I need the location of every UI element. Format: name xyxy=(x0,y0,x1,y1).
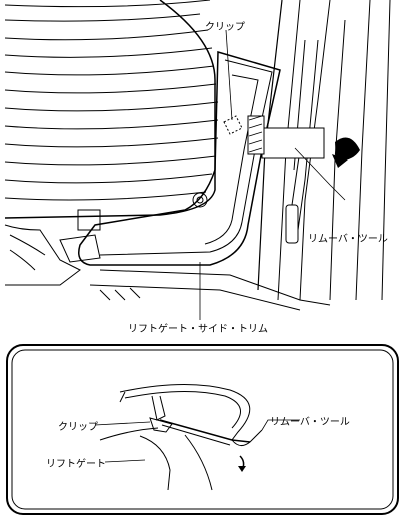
label-clip-top: クリップ xyxy=(205,22,245,33)
label-remover-tool-top: リムーバ・ツール xyxy=(308,234,388,245)
label-remover-tool-detail: リムーバ・ツール xyxy=(270,417,350,428)
label-liftgate: リフトゲート xyxy=(46,459,106,470)
label-liftgate-side-trim: リフトゲート・サイド・トリム xyxy=(128,324,268,335)
top-illustration xyxy=(4,0,391,320)
label-clip-detail: クリップ xyxy=(58,422,98,433)
